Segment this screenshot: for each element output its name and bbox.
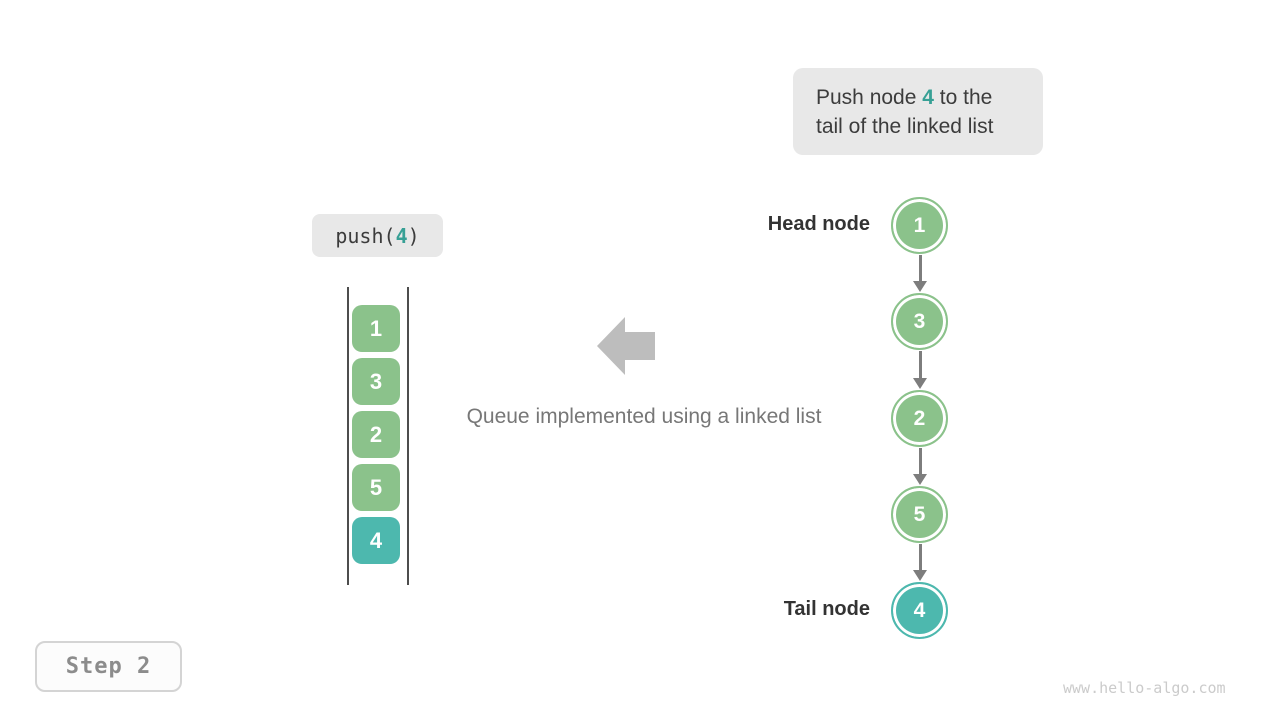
queue-cell: 5 [352,464,400,511]
linked-list-node: 4 [891,582,948,639]
linked-list-node: 5 [891,486,948,543]
queue-cell: 4 [352,517,400,564]
linked-list-node: 3 [891,293,948,350]
queue-cell: 3 [352,358,400,405]
queue-cell: 2 [352,411,400,458]
linked-list-node: 2 [891,390,948,447]
callout-line1-suffix: to the [933,85,993,109]
operation-suffix: ) [407,223,420,248]
queue-container-left-wall [347,287,349,585]
queue-cell: 1 [352,305,400,352]
down-arrow-icon [913,351,927,389]
linked-list-node: 1 [891,197,948,254]
watermark: www.hello-algo.com [1063,679,1226,697]
left-arrow-icon [597,317,655,375]
down-arrow-icon [913,448,927,485]
callout-line2: tail of the linked list [816,114,994,138]
callout-highlight-value: 4 [922,85,934,109]
down-arrow-icon [913,544,927,581]
callout-line1-prefix: Push node [816,85,923,109]
operation-label: push(4) [312,214,443,257]
down-arrow-icon [913,255,927,292]
step-badge: Step 2 [35,641,182,692]
callout-line1: Push node 4 to the [816,83,1043,112]
queue-container-right-wall [407,287,409,585]
callout-bubble: Push node 4 to the tail of the linked li… [793,68,1043,155]
head-node-label: Head node [767,213,870,235]
diagram-caption: Queue implemented using a linked list [466,405,822,428]
operation-arg: 4 [395,223,408,248]
operation-prefix: push( [335,223,396,248]
tail-node-label: Tail node [783,598,870,620]
